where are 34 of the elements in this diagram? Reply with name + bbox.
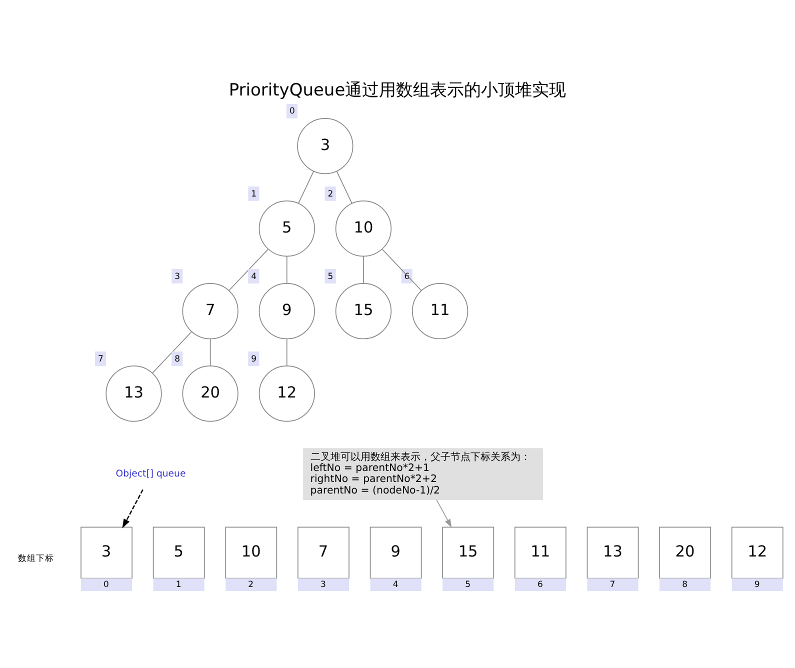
connector — [336, 170, 352, 204]
connector — [228, 248, 268, 290]
label: 数组下标 — [18, 553, 54, 564]
arrow — [122, 488, 144, 528]
node-label: 8 — [682, 579, 688, 590]
node-label: 6 — [537, 579, 543, 590]
node-label: 0 — [289, 106, 295, 116]
node-label: 5 — [328, 271, 334, 282]
node-label: 0 — [104, 579, 109, 590]
node-text: Object[] queue — [116, 468, 186, 479]
node-label: 1 — [251, 188, 257, 199]
node-label: 3 — [174, 271, 180, 282]
diagram-title: PriorityQueue通过用数组表示的小顶堆实现 — [228, 80, 566, 100]
node-label: 8 — [174, 354, 180, 364]
connector — [298, 170, 314, 204]
node-label: 2 — [328, 188, 334, 199]
node-box: 二叉堆可以用数组来表示，父子节点下标关系为： leftNo = parentNo*2+1 rightNo = parentNo*2+2 parentNo = (nodeNo-1)/2 — [303, 448, 543, 500]
node-label: 9 — [251, 354, 257, 364]
node-label: 4 — [251, 271, 257, 282]
connector — [286, 255, 288, 284]
node-label: 7 — [98, 354, 104, 364]
node-label: 4 — [392, 579, 398, 590]
connector — [210, 338, 211, 366]
connector — [363, 255, 364, 284]
node-label: 3 — [320, 579, 326, 590]
connector — [152, 331, 192, 373]
node-label: 5 — [465, 579, 471, 590]
node-label: 1 — [176, 579, 182, 590]
arrow — [436, 498, 452, 528]
node-label: 7 — [610, 579, 616, 590]
connector — [382, 248, 422, 290]
node-label: 9 — [754, 579, 760, 590]
node-label: 2 — [248, 579, 254, 590]
connector — [286, 338, 288, 366]
